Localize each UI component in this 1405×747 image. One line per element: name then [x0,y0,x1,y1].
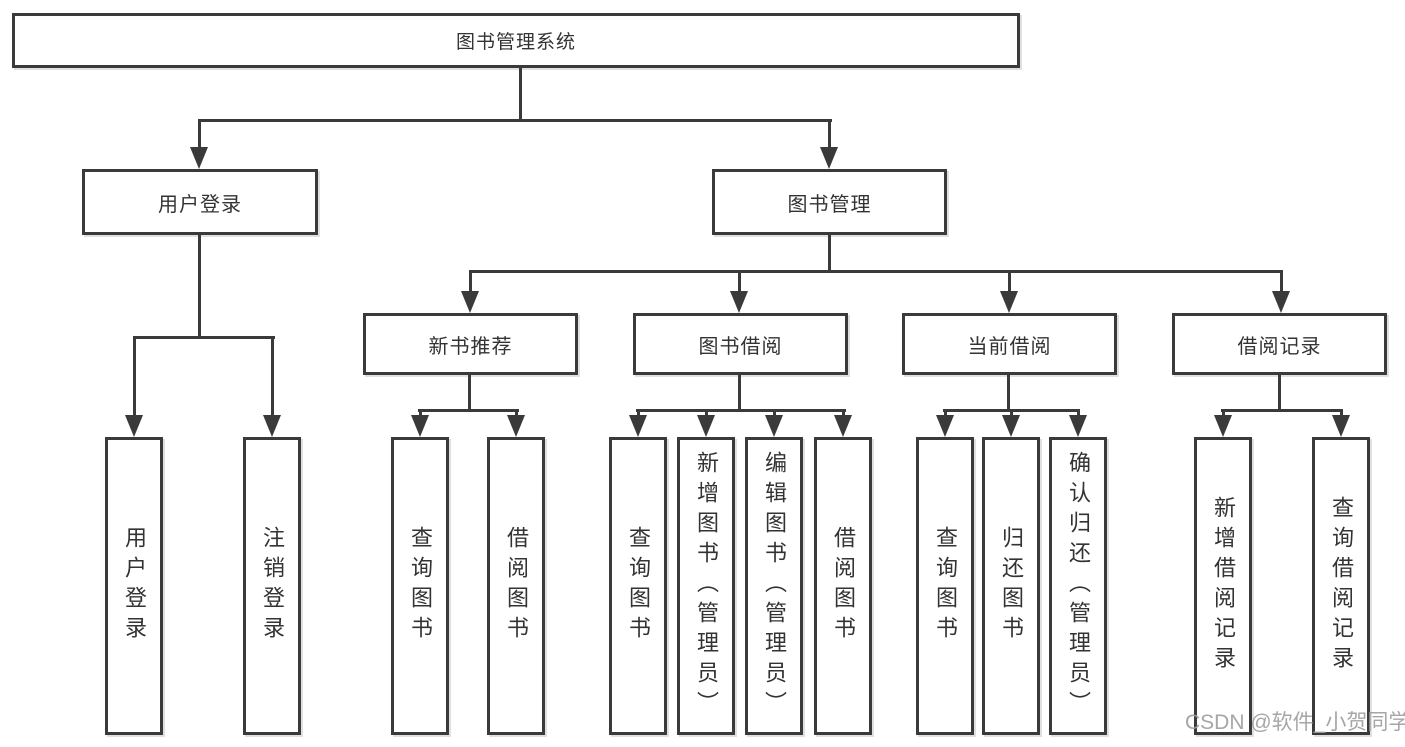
connector-rail-user-login [133,336,275,339]
connector-rail-level3 [469,270,1283,273]
arrow-down-icon [125,415,143,437]
node-root-label: 图书管理系统 [455,32,576,53]
node-borrow-records: 借阅记录 [1172,313,1387,375]
node-user-login: 用户登录 [82,169,318,235]
arrow-down-icon [820,147,838,169]
leaf-query-borrow-record: 查询借阅记录 [1312,437,1370,735]
node-user-login-label: 用户登录 [158,193,242,216]
leaf-add-books-admin: 新增图书（管理员） [677,437,735,735]
connector-drop-current-borrow [1008,270,1011,293]
connector-rail-level1 [198,119,832,122]
leaf-edit-books-admin: 编辑图书（管理员） [745,437,803,735]
connector-drop-book-borrow [738,270,741,293]
leaf-user-login-label: 用户登录 [122,526,147,646]
connector-drop-leaf [419,409,422,418]
arrow-down-icon [936,415,954,437]
connector-drop-leaf [944,409,947,418]
leaf-add-books-admin-label: 新增图书（管理员） [694,451,719,721]
arrow-down-icon [1214,415,1232,437]
arrow-down-icon [765,415,783,437]
node-current-borrow: 当前借阅 [902,313,1117,375]
leaf-edit-books-admin-label: 编辑图书（管理员） [762,451,787,721]
leaf-return-books: 归还图书 [982,437,1040,735]
arrow-down-icon [1272,291,1290,313]
node-current-borrow-label: 当前借阅 [967,335,1052,358]
leaf-query-books-borrow-label: 查询图书 [626,526,651,646]
arrow-down-icon [263,415,281,437]
leaf-return-books-label: 归还图书 [999,526,1024,646]
connector-drop-book-mgmt [828,119,831,150]
connector-drop-logout-leaf [271,336,274,417]
leaf-query-borrow-record-label: 查询借阅记录 [1329,496,1354,676]
connector-drop-leaf [1340,409,1343,418]
leaf-logout: 注销登录 [243,437,301,735]
connector-user-login-stem [198,235,201,339]
node-root: 图书管理系统 [12,13,1020,68]
connector-drop-leaf [1010,409,1013,418]
connector-root-stem [519,68,522,122]
leaf-query-books-recommend: 查询图书 [391,437,449,735]
connector-book-borrow-stem [738,375,741,412]
node-new-books-label: 新书推荐 [428,335,513,358]
leaf-user-login: 用户登录 [105,437,163,735]
connector-drop-leaf [1077,409,1080,418]
connector-new-books-stem [468,375,471,412]
arrow-down-icon [629,415,647,437]
leaf-confirm-return-admin-label: 确认归还（管理员） [1066,451,1091,721]
arrow-down-icon [461,291,479,313]
arrow-down-icon [411,415,429,437]
connector-drop-borrow-records [1280,270,1283,293]
arrow-down-icon [1000,291,1018,313]
connector-drop-leaf [1222,409,1225,418]
arrow-down-icon [507,415,525,437]
connector-current-borrow-stem [1007,375,1010,412]
leaf-query-books-borrow: 查询图书 [609,437,667,735]
node-book-borrow-label: 图书借阅 [698,335,783,358]
connector-book-mgmt-stem [828,235,831,273]
arrow-down-icon [697,415,715,437]
connector-drop-login-leaf [133,336,136,417]
connector-rail-new-books [418,409,519,412]
leaf-add-borrow-record: 新增借阅记录 [1194,437,1252,735]
connector-borrow-records-stem [1278,375,1281,412]
connector-drop-leaf [637,409,640,418]
arrow-down-icon [730,291,748,313]
leaf-query-books-current: 查询图书 [916,437,974,735]
arrow-down-icon [834,415,852,437]
csdn-watermark: CSDN @软件_小贺同学 [1185,711,1405,734]
leaf-borrow-books-recommend-label: 借阅图书 [504,526,529,646]
arrow-down-icon [1069,415,1087,437]
connector-drop-new-books [469,270,472,293]
arrow-down-icon [1332,415,1350,437]
node-book-borrow: 图书借阅 [633,313,848,375]
leaf-borrow-books-recommend: 借阅图书 [487,437,545,735]
leaf-add-borrow-record-label: 新增借阅记录 [1211,496,1236,676]
arrow-down-icon [190,147,208,169]
connector-drop-leaf [842,409,845,418]
leaf-confirm-return-admin: 确认归还（管理员） [1049,437,1107,735]
connector-drop-leaf [773,409,776,418]
connector-drop-leaf [515,409,518,418]
leaf-query-books-recommend-label: 查询图书 [408,526,433,646]
connector-rail-book-borrow [636,409,846,412]
connector-drop-leaf [705,409,708,418]
connector-drop-user-login [198,119,201,150]
leaf-borrow-books: 借阅图书 [814,437,872,735]
leaf-query-books-current-label: 查询图书 [933,526,958,646]
connector-rail-borrow-records [1221,409,1343,412]
node-borrow-records-label: 借阅记录 [1237,335,1322,358]
arrow-down-icon [1002,415,1020,437]
leaf-borrow-books-label: 借阅图书 [831,526,856,646]
node-book-mgmt-label: 图书管理 [787,193,872,216]
node-book-mgmt: 图书管理 [712,169,947,235]
leaf-logout-label: 注销登录 [260,526,285,646]
node-new-books: 新书推荐 [363,313,578,375]
